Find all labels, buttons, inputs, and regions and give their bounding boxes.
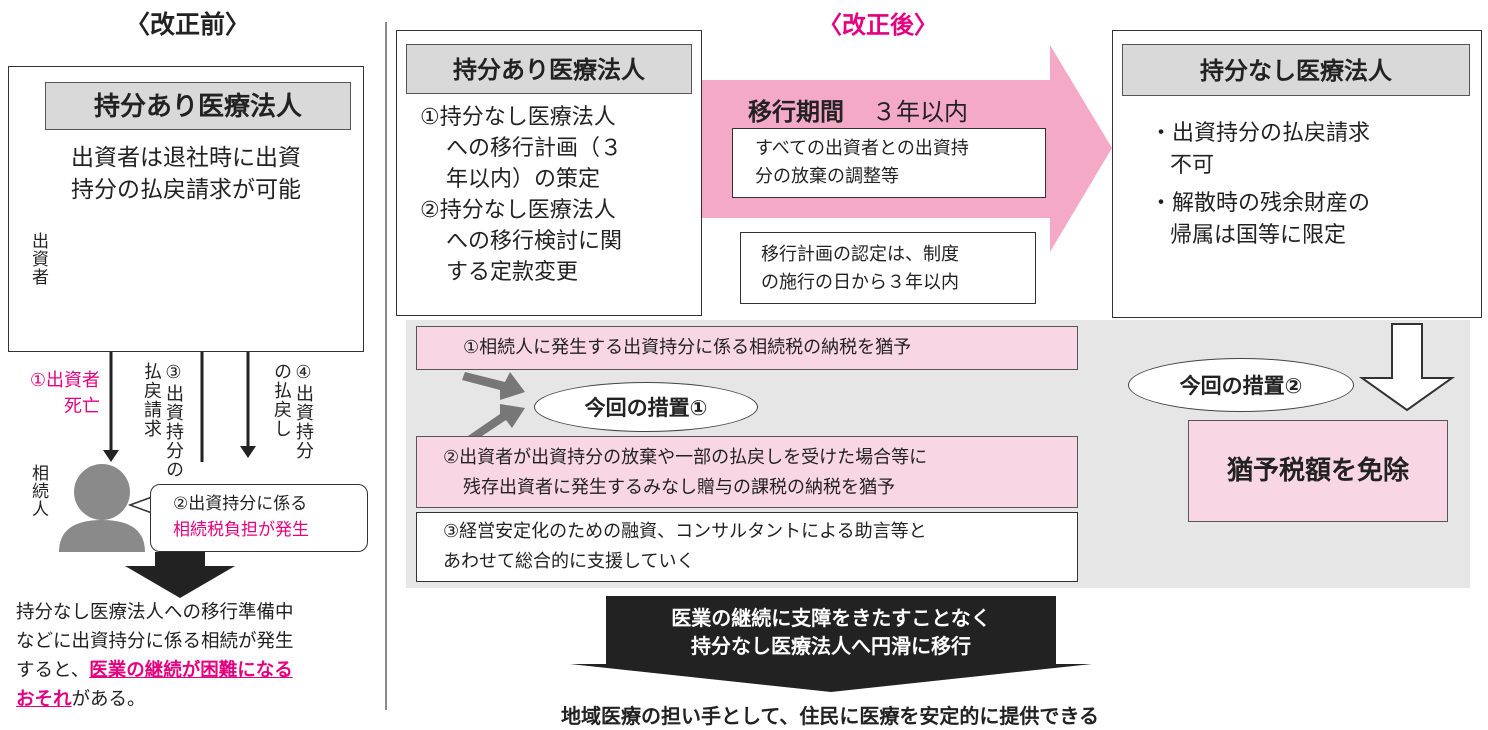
before-org-title: 持分あり医療法人 xyxy=(45,82,351,130)
result-text: 医業の継続に支障をきたすことなく 持分なし医療法人へ円滑に移行 xyxy=(606,604,1056,660)
right-item1-l2: 不可 xyxy=(1170,153,1215,178)
measure2-ellipse: 今回の措置② xyxy=(1128,358,1354,412)
period-value: ３年以内 xyxy=(872,98,968,126)
before-header: 〈改正前〉 xyxy=(125,10,251,39)
footer-line1: 持分なし医療法人への移行準備中 xyxy=(16,602,294,623)
left-item2-l1: ②持分なし医療法人 xyxy=(420,198,616,223)
approval-note: 移行計画の認定は、制度 の施行の日から３年以内 xyxy=(740,232,1036,304)
right-item1-l1: ・出資持分の払戻請求 xyxy=(1150,121,1371,146)
bubble-pointer xyxy=(127,495,153,515)
measure1-row-text: ①相続人に発生する出資持分に係る相続税の納税を猶予 xyxy=(463,337,912,358)
step4-label: ④出資持分の払戻し xyxy=(271,362,314,460)
before-footer: 持分なし医療法人への移行準備中 などに出資持分に係る相続が発生 すると、医業の継… xyxy=(16,598,384,714)
conclusion-text: 地域医療の担い手として、住民に医療を安定的に提供できる xyxy=(561,704,1099,728)
measure3-row-l2: あわせて総合的に支援していく xyxy=(443,551,695,572)
footer-line3a: すると、 xyxy=(16,660,90,681)
heir-person xyxy=(59,464,145,552)
period-heading: 移行期間 ３年以内 xyxy=(748,92,968,127)
measure3-row-l1: ③経営安定化のための融資、コンサルタントによる助言等と xyxy=(443,521,927,542)
approval-l2: の施行の日から３年以内 xyxy=(761,272,959,293)
exemption-box: 猶予税額を免除 xyxy=(1188,420,1448,522)
footer-line2: などに出資持分に係る相続が発生 xyxy=(16,631,294,652)
after-header: 〈改正後〉 xyxy=(818,11,938,39)
approval-l1: 移行計画の認定は、制度 xyxy=(761,244,959,265)
after-right-items: ・出資持分の払戻請求 不可 ・解散時の残余財産の 帰属は国等に限定 xyxy=(1150,118,1470,252)
footer-line4b: がある。 xyxy=(71,689,146,710)
bubble-line2: 相続税負担が発生 xyxy=(173,520,309,540)
result-l1: 医業の継続に支障をきたすことなく xyxy=(671,606,991,630)
step1-label: ①出資者 死亡 xyxy=(6,368,100,420)
period-label: 移行期間 xyxy=(748,98,844,126)
before-desc-line2: 持分の払戻請求が可能 xyxy=(71,177,301,203)
step3-label: ③出資持分の払戻請求 xyxy=(141,362,184,479)
period-note: すべての出資者との出資持 分の放棄の調整等 xyxy=(732,128,1046,198)
measure1-ellipse: 今回の措置① xyxy=(534,382,758,432)
measure2-row: ②出資者が出資持分の放棄や一部の払戻しを受けた場合等に 残存出資者に発生するみな… xyxy=(416,436,1078,508)
before-desc-line1: 出資者は退社時に出資 xyxy=(71,145,301,171)
heir-label: 相続人 xyxy=(28,464,48,518)
measure2-row-l2: 残存出資者に発生するみなし贈与の課税の納税を猶予 xyxy=(463,477,895,498)
left-result-arrow xyxy=(155,552,205,566)
measure1-row: ①相続人に発生する出資持分に係る相続税の納税を猶予 xyxy=(416,326,1078,370)
measure2-row-l1: ②出資者が出資持分の放棄や一部の払戻しを受けた場合等に xyxy=(443,447,928,468)
footer-line3b: 医業の継続が困難になる xyxy=(89,660,293,681)
converge-arrow-top xyxy=(462,372,525,400)
result-l2: 持分なし医療法人へ円滑に移行 xyxy=(691,634,971,658)
converge-arrow-bottom xyxy=(465,404,525,444)
after-left-items: ①持分なし医療法人 への移行計画（３ 年以内）の策定 ②持分なし医療法人 への移… xyxy=(420,102,690,288)
heir-bubble: ②出資持分に係る 相続税負担が発生 xyxy=(150,484,368,552)
right-item2-l1: ・解散時の残余財産の xyxy=(1150,191,1371,216)
result-arrow xyxy=(570,596,1092,692)
after-left-title: 持分あり医療法人 xyxy=(406,44,692,94)
left-item2-l2: への移行検討に関 xyxy=(446,229,623,254)
left-item1-l1: ①持分なし医療法人 xyxy=(420,105,616,130)
step1-line2: 死亡 xyxy=(64,396,100,417)
left-item1-l2: への移行計画（３ xyxy=(446,136,623,161)
left-item2-l3: する定款変更 xyxy=(446,260,579,285)
bubble-line1: ②出資持分に係る xyxy=(173,494,308,514)
footer-line4a: おそれ xyxy=(16,689,72,710)
right-item2-l2: 帰属は国等に限定 xyxy=(1170,223,1347,248)
before-desc: 出資者は退社時に出資 持分の払戻請求が可能 xyxy=(20,142,352,206)
measure3-row: ③経営安定化のための融資、コンサルタントによる助言等と あわせて総合的に支援して… xyxy=(416,512,1078,582)
period-note-l1: すべての出資者との出資持 xyxy=(755,138,969,159)
exemption-down-arrow xyxy=(1358,323,1456,412)
left-item1-l3: 年以内）の策定 xyxy=(446,167,601,192)
period-note-l2: 分の放棄の調整等 xyxy=(755,166,899,187)
investors-label: 出資者 xyxy=(28,232,48,286)
after-right-title: 持分なし医療法人 xyxy=(1122,44,1470,96)
step1-line1: ①出資者 xyxy=(29,370,100,391)
